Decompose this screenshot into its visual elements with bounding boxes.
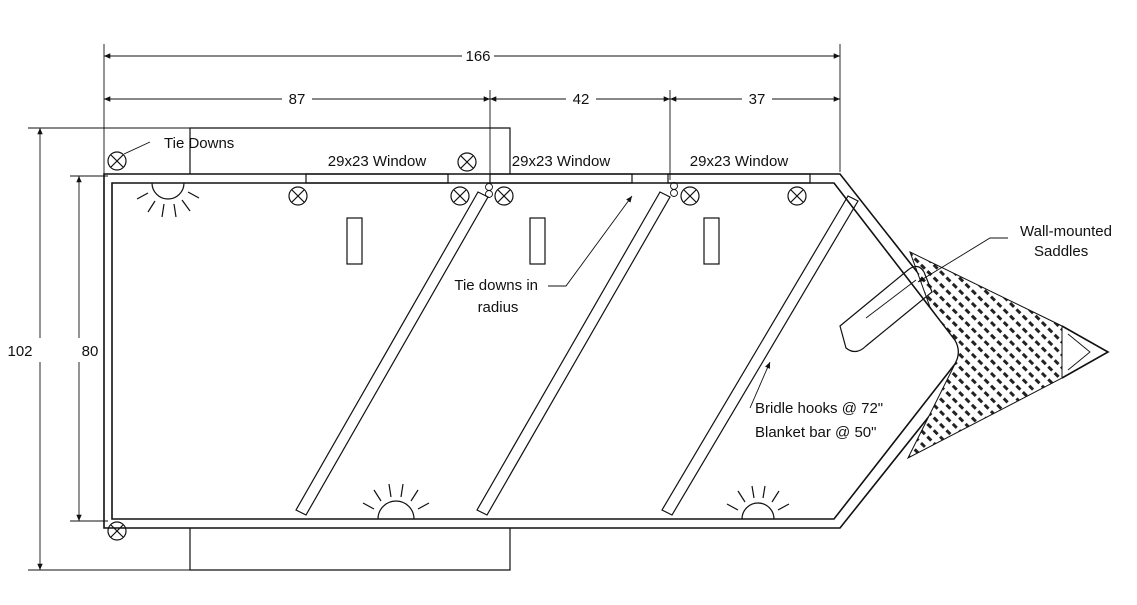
dim-166-label: 166	[465, 48, 490, 65]
bridle-hooks-label: Bridle hooks @ 72"	[755, 400, 883, 417]
annotation-tie-downs-radius: Tie downs in radius	[454, 195, 633, 316]
dimension-overall-length: 166	[103, 44, 841, 180]
tie-down-icon	[787, 186, 807, 206]
annotation-saddles: Wall-mounted Saddles	[917, 223, 1112, 283]
tie-down-icon	[288, 186, 308, 206]
dim-42-label: 42	[573, 91, 590, 108]
window-1-label: 29x23 Window	[328, 153, 427, 170]
saddle-rack-icon	[839, 265, 933, 353]
stall-dividers	[295, 191, 859, 516]
tie-down-icon	[450, 186, 470, 206]
dim-37-label: 37	[749, 91, 766, 108]
radius-tie-down-icon	[670, 182, 678, 197]
floor-light-icon	[726, 485, 790, 520]
dimension-sections: 87 42 37	[104, 90, 840, 180]
dimension-heights: 102 80	[7, 127, 190, 571]
tie-down-icon	[457, 152, 477, 172]
trailer-outline	[103, 127, 973, 571]
tie-downs-radius-label-1: Tie downs in	[454, 277, 538, 294]
tie-downs-radius-label-2: radius	[478, 299, 519, 316]
dim-102-label: 102	[7, 343, 32, 360]
window-3-label: 29x23 Window	[690, 153, 789, 170]
tie-down-icon	[107, 151, 127, 171]
tie-down-icon	[107, 521, 127, 541]
dim-80-label: 80	[82, 343, 99, 360]
floor-light-icon	[362, 483, 430, 520]
dim-87-label: 87	[289, 91, 306, 108]
annotation-bridle-blanket: Bridle hooks @ 72" Blanket bar @ 50"	[749, 361, 883, 441]
saddles-label-2: Saddles	[1034, 243, 1088, 260]
blanket-bar-label: Blanket bar @ 50"	[755, 424, 876, 441]
annotation-tie-downs: Tie Downs	[123, 135, 234, 155]
ceiling-light-icon	[136, 182, 200, 218]
window-2-label: 29x23 Window	[512, 153, 611, 170]
tie-down-icon	[680, 186, 700, 206]
radius-tie-down-icon	[485, 183, 493, 198]
saddles-label-1: Wall-mounted	[1020, 223, 1112, 240]
tie-down-icon	[494, 186, 514, 206]
windows: 29x23 Window 29x23 Window 29x23 Window	[305, 153, 811, 184]
wall-fixtures	[346, 217, 720, 265]
tie-downs-label: Tie Downs	[164, 135, 234, 152]
gooseneck-nose	[906, 251, 1110, 460]
tie-down-symbols	[107, 151, 807, 541]
